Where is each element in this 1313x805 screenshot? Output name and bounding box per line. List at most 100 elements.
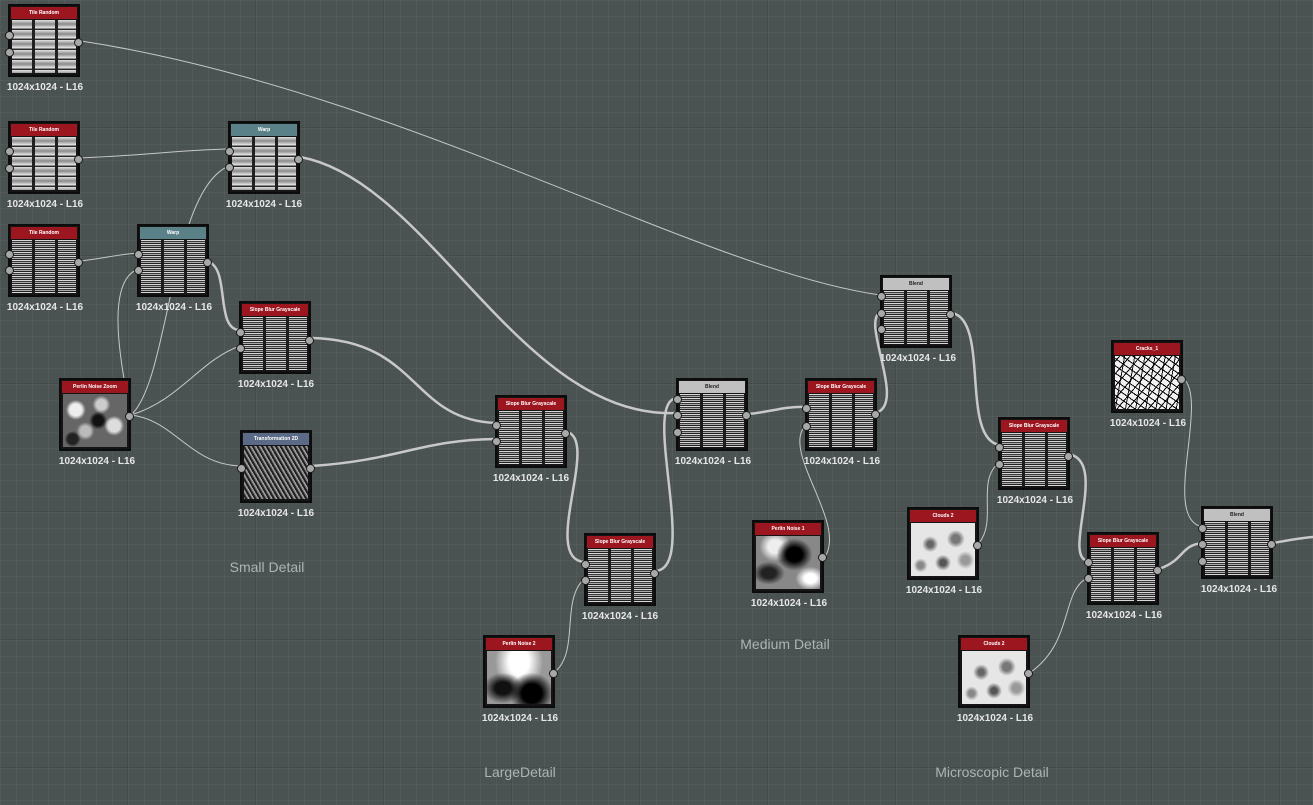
wire bbox=[554, 577, 586, 673]
input-port[interactable] bbox=[134, 250, 143, 259]
output-port[interactable] bbox=[973, 541, 982, 550]
output-port[interactable] bbox=[549, 669, 558, 678]
node-transformation-2d[interactable]: Transformation 2D bbox=[237, 430, 315, 503]
node-resolution-label: 1024x1024 - L16 bbox=[58, 456, 136, 467]
node-thumbnail bbox=[884, 291, 948, 344]
output-port[interactable] bbox=[946, 310, 955, 319]
input-port[interactable] bbox=[995, 443, 1004, 452]
output-port[interactable] bbox=[561, 429, 570, 438]
node-header: Clouds 2 bbox=[961, 638, 1027, 650]
input-port[interactable] bbox=[236, 344, 245, 353]
input-port[interactable] bbox=[673, 411, 682, 420]
input-port[interactable] bbox=[5, 164, 14, 173]
input-port[interactable] bbox=[5, 147, 14, 156]
input-port[interactable] bbox=[225, 147, 234, 156]
input-port[interactable] bbox=[1198, 524, 1207, 533]
input-port[interactable] bbox=[5, 266, 14, 275]
input-port[interactable] bbox=[492, 437, 501, 446]
input-port[interactable] bbox=[5, 31, 14, 40]
node-tile-random-2[interactable]: Tile Random bbox=[5, 121, 83, 194]
node-resolution-label: 1024x1024 - L16 bbox=[581, 611, 659, 622]
output-port[interactable] bbox=[1177, 375, 1186, 384]
node-resolution-label: 1024x1024 - L16 bbox=[6, 199, 84, 210]
output-port[interactable] bbox=[125, 412, 134, 421]
input-port[interactable] bbox=[134, 266, 143, 275]
input-port[interactable] bbox=[877, 325, 886, 334]
input-port[interactable] bbox=[1084, 558, 1093, 567]
node-tile-random-3[interactable]: Tile Random bbox=[5, 224, 83, 297]
input-port[interactable] bbox=[673, 428, 682, 437]
node-thumbnail bbox=[243, 317, 307, 370]
output-port[interactable] bbox=[1153, 566, 1162, 575]
input-port[interactable] bbox=[1198, 540, 1207, 549]
input-port[interactable] bbox=[236, 328, 245, 337]
input-port[interactable] bbox=[877, 292, 886, 301]
frame-label-microscopic-detail: Microscopic Detail bbox=[935, 764, 1049, 780]
node-slope-blur-2[interactable]: Slope Blur Grayscale bbox=[492, 395, 570, 468]
input-port[interactable] bbox=[237, 464, 246, 473]
output-port[interactable] bbox=[1024, 669, 1033, 678]
input-port[interactable] bbox=[802, 404, 811, 413]
input-port[interactable] bbox=[877, 309, 886, 318]
node-warp-1[interactable]: Warp bbox=[225, 121, 303, 194]
node-warp-2[interactable]: Warp bbox=[134, 224, 212, 297]
output-port[interactable] bbox=[1064, 452, 1073, 461]
wire bbox=[1271, 535, 1313, 545]
node-blend-3[interactable]: Blend bbox=[1198, 506, 1276, 579]
input-port[interactable] bbox=[225, 163, 234, 172]
output-port[interactable] bbox=[74, 258, 83, 267]
output-port[interactable] bbox=[871, 410, 880, 419]
node-resolution-label: 1024x1024 - L16 bbox=[225, 199, 303, 210]
input-port[interactable] bbox=[492, 421, 501, 430]
output-port[interactable] bbox=[203, 258, 212, 267]
node-blend-1[interactable]: Blend bbox=[673, 378, 751, 451]
wire bbox=[310, 437, 498, 468]
output-port[interactable] bbox=[306, 464, 315, 473]
node-slope-blur-6[interactable]: Slope Blur Grayscale bbox=[1084, 532, 1162, 605]
input-port[interactable] bbox=[1084, 574, 1093, 583]
input-port[interactable] bbox=[802, 422, 811, 431]
node-cracks-1[interactable]: Cracks_1 bbox=[1111, 340, 1186, 413]
node-thumbnail bbox=[12, 137, 76, 190]
input-port[interactable] bbox=[1198, 557, 1207, 566]
node-slope-blur-1[interactable]: Slope Blur Grayscale bbox=[236, 301, 314, 374]
input-port[interactable] bbox=[995, 460, 1004, 469]
node-header: Perlin Noise 2 bbox=[486, 638, 552, 650]
node-slope-blur-5[interactable]: Slope Blur Grayscale bbox=[995, 417, 1073, 490]
input-port[interactable] bbox=[5, 48, 14, 57]
input-port[interactable] bbox=[581, 560, 590, 569]
node-resolution-label: 1024x1024 - L16 bbox=[956, 713, 1034, 724]
node-thumbnail bbox=[962, 651, 1026, 704]
node-thumbnail bbox=[809, 394, 873, 447]
node-clouds-2a[interactable]: Clouds 2 bbox=[907, 507, 982, 580]
output-port[interactable] bbox=[742, 411, 751, 420]
wire bbox=[309, 336, 498, 425]
node-header: Blend bbox=[883, 278, 949, 290]
node-perlin-noise-1[interactable]: Perlin Noise 1 bbox=[752, 520, 827, 593]
output-port[interactable] bbox=[818, 553, 827, 562]
node-resolution-label: 1024x1024 - L16 bbox=[674, 456, 752, 467]
node-slope-blur-3[interactable]: Slope Blur Grayscale bbox=[581, 533, 659, 606]
node-thumbnail bbox=[63, 394, 127, 447]
node-clouds-2b[interactable]: Clouds 2 bbox=[958, 635, 1033, 708]
output-port[interactable] bbox=[74, 38, 83, 47]
node-blend-2[interactable]: Blend bbox=[877, 275, 955, 348]
node-perlin-noise-zoom[interactable]: Perlin Noise Zoom bbox=[59, 378, 134, 451]
output-port[interactable] bbox=[74, 155, 83, 164]
node-header: Slope Blur Grayscale bbox=[1090, 535, 1156, 547]
node-thumbnail bbox=[232, 137, 296, 190]
output-port[interactable] bbox=[305, 336, 314, 345]
node-tile-random-1[interactable]: Tile Random bbox=[5, 4, 83, 77]
output-port[interactable] bbox=[1267, 540, 1276, 549]
node-perlin-noise-2[interactable]: Perlin Noise 2 bbox=[483, 635, 558, 708]
input-port[interactable] bbox=[581, 576, 590, 585]
input-port[interactable] bbox=[673, 395, 682, 404]
output-port[interactable] bbox=[294, 155, 303, 164]
node-resolution-label: 1024x1024 - L16 bbox=[237, 508, 315, 519]
node-resolution-label: 1024x1024 - L16 bbox=[750, 598, 828, 609]
node-header: Slope Blur Grayscale bbox=[587, 536, 653, 548]
input-port[interactable] bbox=[5, 250, 14, 259]
node-slope-blur-4[interactable]: Slope Blur Grayscale bbox=[802, 378, 880, 451]
output-port[interactable] bbox=[650, 569, 659, 578]
wire bbox=[653, 396, 679, 573]
